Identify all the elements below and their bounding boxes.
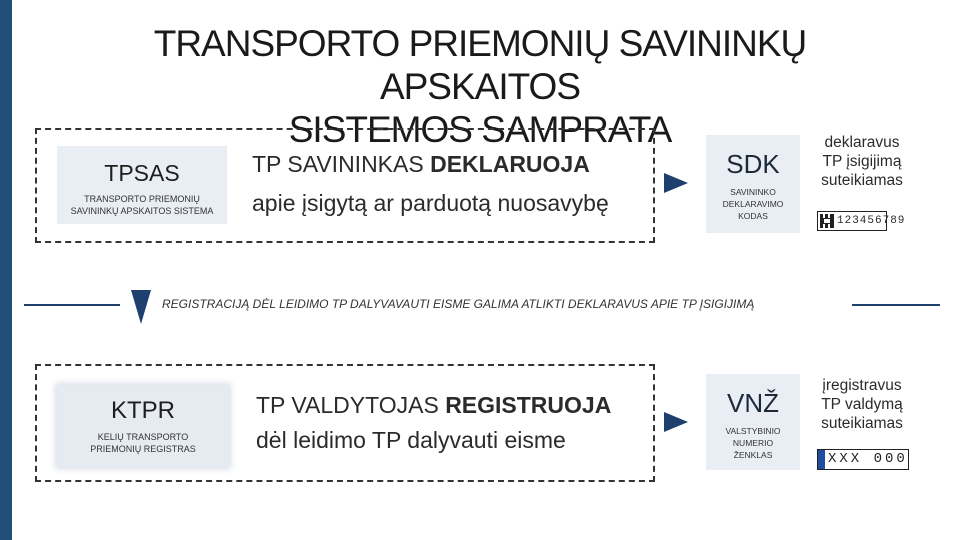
vnz-description: VALSTYBINIO NUMERIO ŽENKLAS (706, 425, 800, 461)
owner-statement-line-2: apie įsigytą ar parduotą nuosavybę (252, 190, 609, 216)
plate-number: XXX 000 (828, 451, 908, 467)
owner-statement-bold: DEKLARUOJA (430, 151, 590, 177)
license-plate: XXX 000 (817, 449, 909, 470)
sdk-code-box: SDK SAVININKO DEKLARAVIMO KODAS (706, 135, 800, 233)
ktpr-code: KTPR (110, 397, 175, 424)
left-accent-bar (0, 0, 12, 540)
tpsas-code: TPSAS (104, 160, 180, 186)
sdk-code: SDK (726, 149, 780, 179)
sdk-note: deklaravus TP įsigijimą suteikiamas (810, 133, 914, 190)
title-line-1: TRANSPORTO PRIEMONIŲ SAVININKŲ APSKAITOS (153, 23, 808, 107)
eu-flag-icon (818, 450, 825, 469)
divider-line-left (24, 304, 120, 306)
keeper-statement-line-2: dėl leidimo TP dalyvauti eisme (256, 427, 566, 453)
vnz-desc-line-1: VALSTYBINIO (725, 426, 781, 436)
sdk-desc-line-3: KODAS (738, 211, 768, 221)
vnz-desc-line-3: ŽENKLAS (733, 450, 773, 460)
vnz-desc-line-2: NUMERIO (732, 438, 774, 448)
sdk-note-line-3: suteikiamas (821, 172, 903, 189)
right-arrow-icon (664, 412, 688, 432)
keeper-statement-bold: REGISTRUOJA (445, 392, 612, 418)
owner-statement-prefix: TP SAVININKAS (252, 151, 431, 177)
vnz-note-line-3: suteikiamas (821, 415, 903, 432)
tpsas-desc-line-2: SAVININKŲ APSKAITOS SISTEMA (70, 206, 214, 216)
divider-line-right (852, 304, 940, 306)
ktpr-register-box: KTPR KELIŲ TRANSPORTO PRIEMONIŲ REGISTRA… (57, 385, 229, 467)
top-dashed-panel (35, 128, 655, 243)
bottom-dashed-panel (35, 364, 655, 482)
ktpr-description: KELIŲ TRANSPORTO PRIEMONIŲ REGISTRAS (57, 431, 229, 455)
keeper-registers-statement: TP VALDYTOJAS REGISTRUOJA (256, 392, 611, 419)
sdk-note-line-2: TP įsigijimą (822, 153, 902, 170)
ktpr-desc-line-1: KELIŲ TRANSPORTO (97, 432, 189, 442)
sdk-desc-line-2: DEKLARAVIMO (722, 199, 784, 209)
vnz-note-line-2: TP valdymą (821, 396, 903, 413)
vnz-note: įregistravus TP valdymą suteikiamas (810, 376, 914, 433)
down-arrow-icon (131, 290, 151, 324)
divider-text: REGISTRACIJĄ DĖL LEIDIMO TP DALYVAVAUTI … (162, 297, 755, 311)
vnz-code: VNŽ (727, 388, 779, 418)
tpsas-register-box: TPSAS TRANSPORTO PRIEMONIŲ SAVININKŲ APS… (57, 146, 227, 224)
tpsas-desc-line-1: TRANSPORTO PRIEMONIŲ (84, 194, 200, 204)
vnz-code-box: VNŽ VALSTYBINIO NUMERIO ŽENKLAS (706, 374, 800, 470)
ktpr-desc-line-2: PRIEMONIŲ REGISTRAS (90, 444, 196, 454)
sdk-code-card: 123456789 (817, 211, 904, 231)
sdk-desc-line-1: SAVININKO (730, 187, 776, 197)
right-arrow-icon (664, 173, 688, 193)
keeper-statement-prefix: TP VALDYTOJAS (256, 392, 446, 418)
vnz-note-line-1: įregistravus (822, 377, 902, 394)
qr-code-icon (820, 214, 834, 228)
sdk-description: SAVININKO DEKLARAVIMO KODAS (706, 186, 800, 222)
sdk-note-line-1: deklaravus (824, 134, 900, 151)
tpsas-description: TRANSPORTO PRIEMONIŲ SAVININKŲ APSKAITOS… (57, 193, 227, 217)
sdk-code-number: 123456789 (837, 215, 906, 227)
owner-declares-statement: TP SAVININKAS DEKLARUOJA (252, 151, 590, 178)
